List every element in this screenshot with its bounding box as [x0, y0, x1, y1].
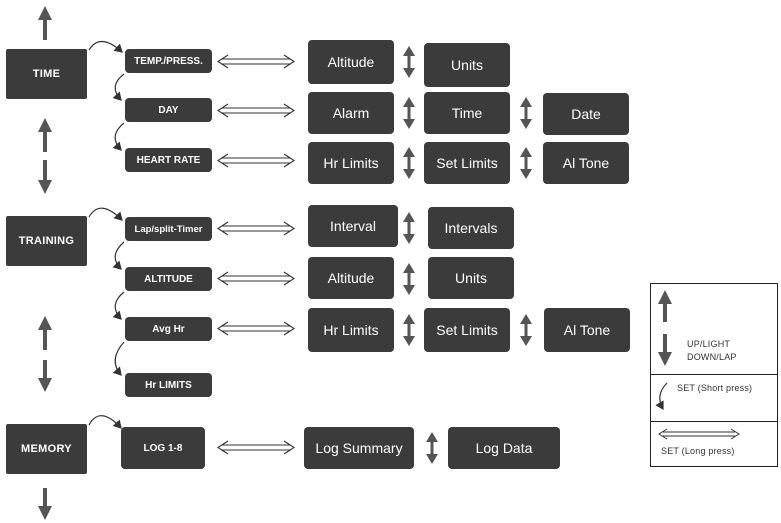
up-arrow-time-training — [38, 118, 52, 152]
updown-r7-a — [426, 432, 438, 464]
set-arrow-temp-to-day — [112, 73, 125, 101]
updown-r6-b — [520, 314, 532, 346]
long-press-arrow-row5 — [216, 271, 296, 286]
legend-set-long: SET (Long press) — [650, 421, 778, 467]
option-date: Date — [543, 93, 629, 135]
legend-double-arrow-icon — [658, 428, 740, 440]
set-arrow-time-to-temp — [88, 40, 123, 53]
option-hr-limits-training: Hr Limits — [308, 308, 394, 352]
option-hr-limits: Hr Limits — [308, 142, 394, 184]
option-altitude-training: Altitude — [308, 257, 394, 299]
legend-curved-arrow-icon — [655, 382, 668, 411]
menu-lap-split-timer: Lap/split-Timer — [125, 217, 212, 241]
menu-hr-limits: Hr LIMITS — [125, 373, 212, 397]
long-press-arrow-row4 — [216, 221, 296, 236]
option-units-training: Units — [428, 257, 514, 299]
updown-r6-a — [403, 314, 415, 346]
option-updown-arrows — [403, 46, 532, 464]
legend-set-short-press: SET (Short press) — [677, 383, 753, 393]
down-arrow-bottom — [38, 488, 52, 520]
long-press-arrow-row3 — [216, 153, 296, 168]
set-arrow-avghr-to-hrlimits — [112, 341, 125, 376]
up-arrow-training-memory — [38, 316, 52, 350]
long-press-arrow-row6 — [216, 321, 296, 336]
mode-nav-arrows — [38, 6, 52, 520]
legend-down-lap: DOWN/LAP — [687, 352, 737, 362]
legend-up-light: UP/LIGHT — [687, 339, 731, 349]
legend-updown-icon — [658, 290, 672, 366]
option-set-limits-training: Set Limits — [424, 308, 510, 352]
mode-training-box: TRAINING — [6, 216, 87, 266]
up-arrow-top — [38, 6, 52, 40]
menu-day: DAY — [125, 98, 212, 122]
set-arrow-training-to-lap — [88, 207, 123, 221]
legend-up-down: UP/LIGHT DOWN/LAP — [650, 283, 778, 375]
down-arrow-time-training — [38, 160, 52, 194]
set-arrow-lap-to-altitude — [112, 241, 125, 270]
set-arrow-altitude-to-avghr — [112, 291, 125, 320]
option-al-tone: Al Tone — [543, 142, 629, 184]
menu-log: LOG 1-8 — [121, 427, 205, 469]
option-interval: Interval — [308, 205, 398, 247]
option-intervals: Intervals — [428, 207, 514, 249]
updown-r4-a — [403, 212, 415, 244]
mode-memory-box: MEMORY — [6, 424, 87, 474]
long-press-arrows — [216, 54, 296, 455]
mode-time-box: TIME — [6, 49, 87, 99]
menu-altitude: ALTITUDE — [125, 267, 212, 291]
option-set-limits: Set Limits — [424, 142, 510, 184]
set-arrow-day-to-hr — [112, 122, 125, 151]
long-press-arrow-row1 — [216, 54, 296, 69]
updown-r3-b — [520, 147, 532, 179]
menu-heart-rate: HEART RATE — [125, 148, 212, 172]
updown-r1-a — [403, 46, 415, 78]
option-log-summary: Log Summary — [304, 427, 414, 469]
updown-r5-a — [403, 263, 415, 295]
option-time: Time — [424, 92, 510, 134]
long-press-arrow-row2 — [216, 103, 296, 118]
legend-set-short: SET (Short press) — [650, 374, 778, 422]
updown-r2-b — [520, 97, 532, 129]
set-arrow-memory-to-log — [88, 415, 122, 429]
option-units: Units — [424, 43, 510, 87]
updown-r3-a — [403, 147, 415, 179]
option-log-data: Log Data — [448, 427, 560, 469]
legend-set-long-press: SET (Long press) — [661, 446, 735, 456]
down-arrow-training-memory — [38, 360, 52, 392]
option-al-tone-training: Al Tone — [544, 308, 630, 352]
long-press-arrow-row7 — [216, 440, 296, 455]
menu-avg-hr: Avg Hr — [125, 317, 212, 341]
updown-r2-a — [403, 97, 415, 129]
menu-temp-press: TEMP./PRESS. — [125, 49, 212, 73]
option-alarm: Alarm — [308, 92, 394, 134]
option-altitude: Altitude — [308, 40, 394, 84]
